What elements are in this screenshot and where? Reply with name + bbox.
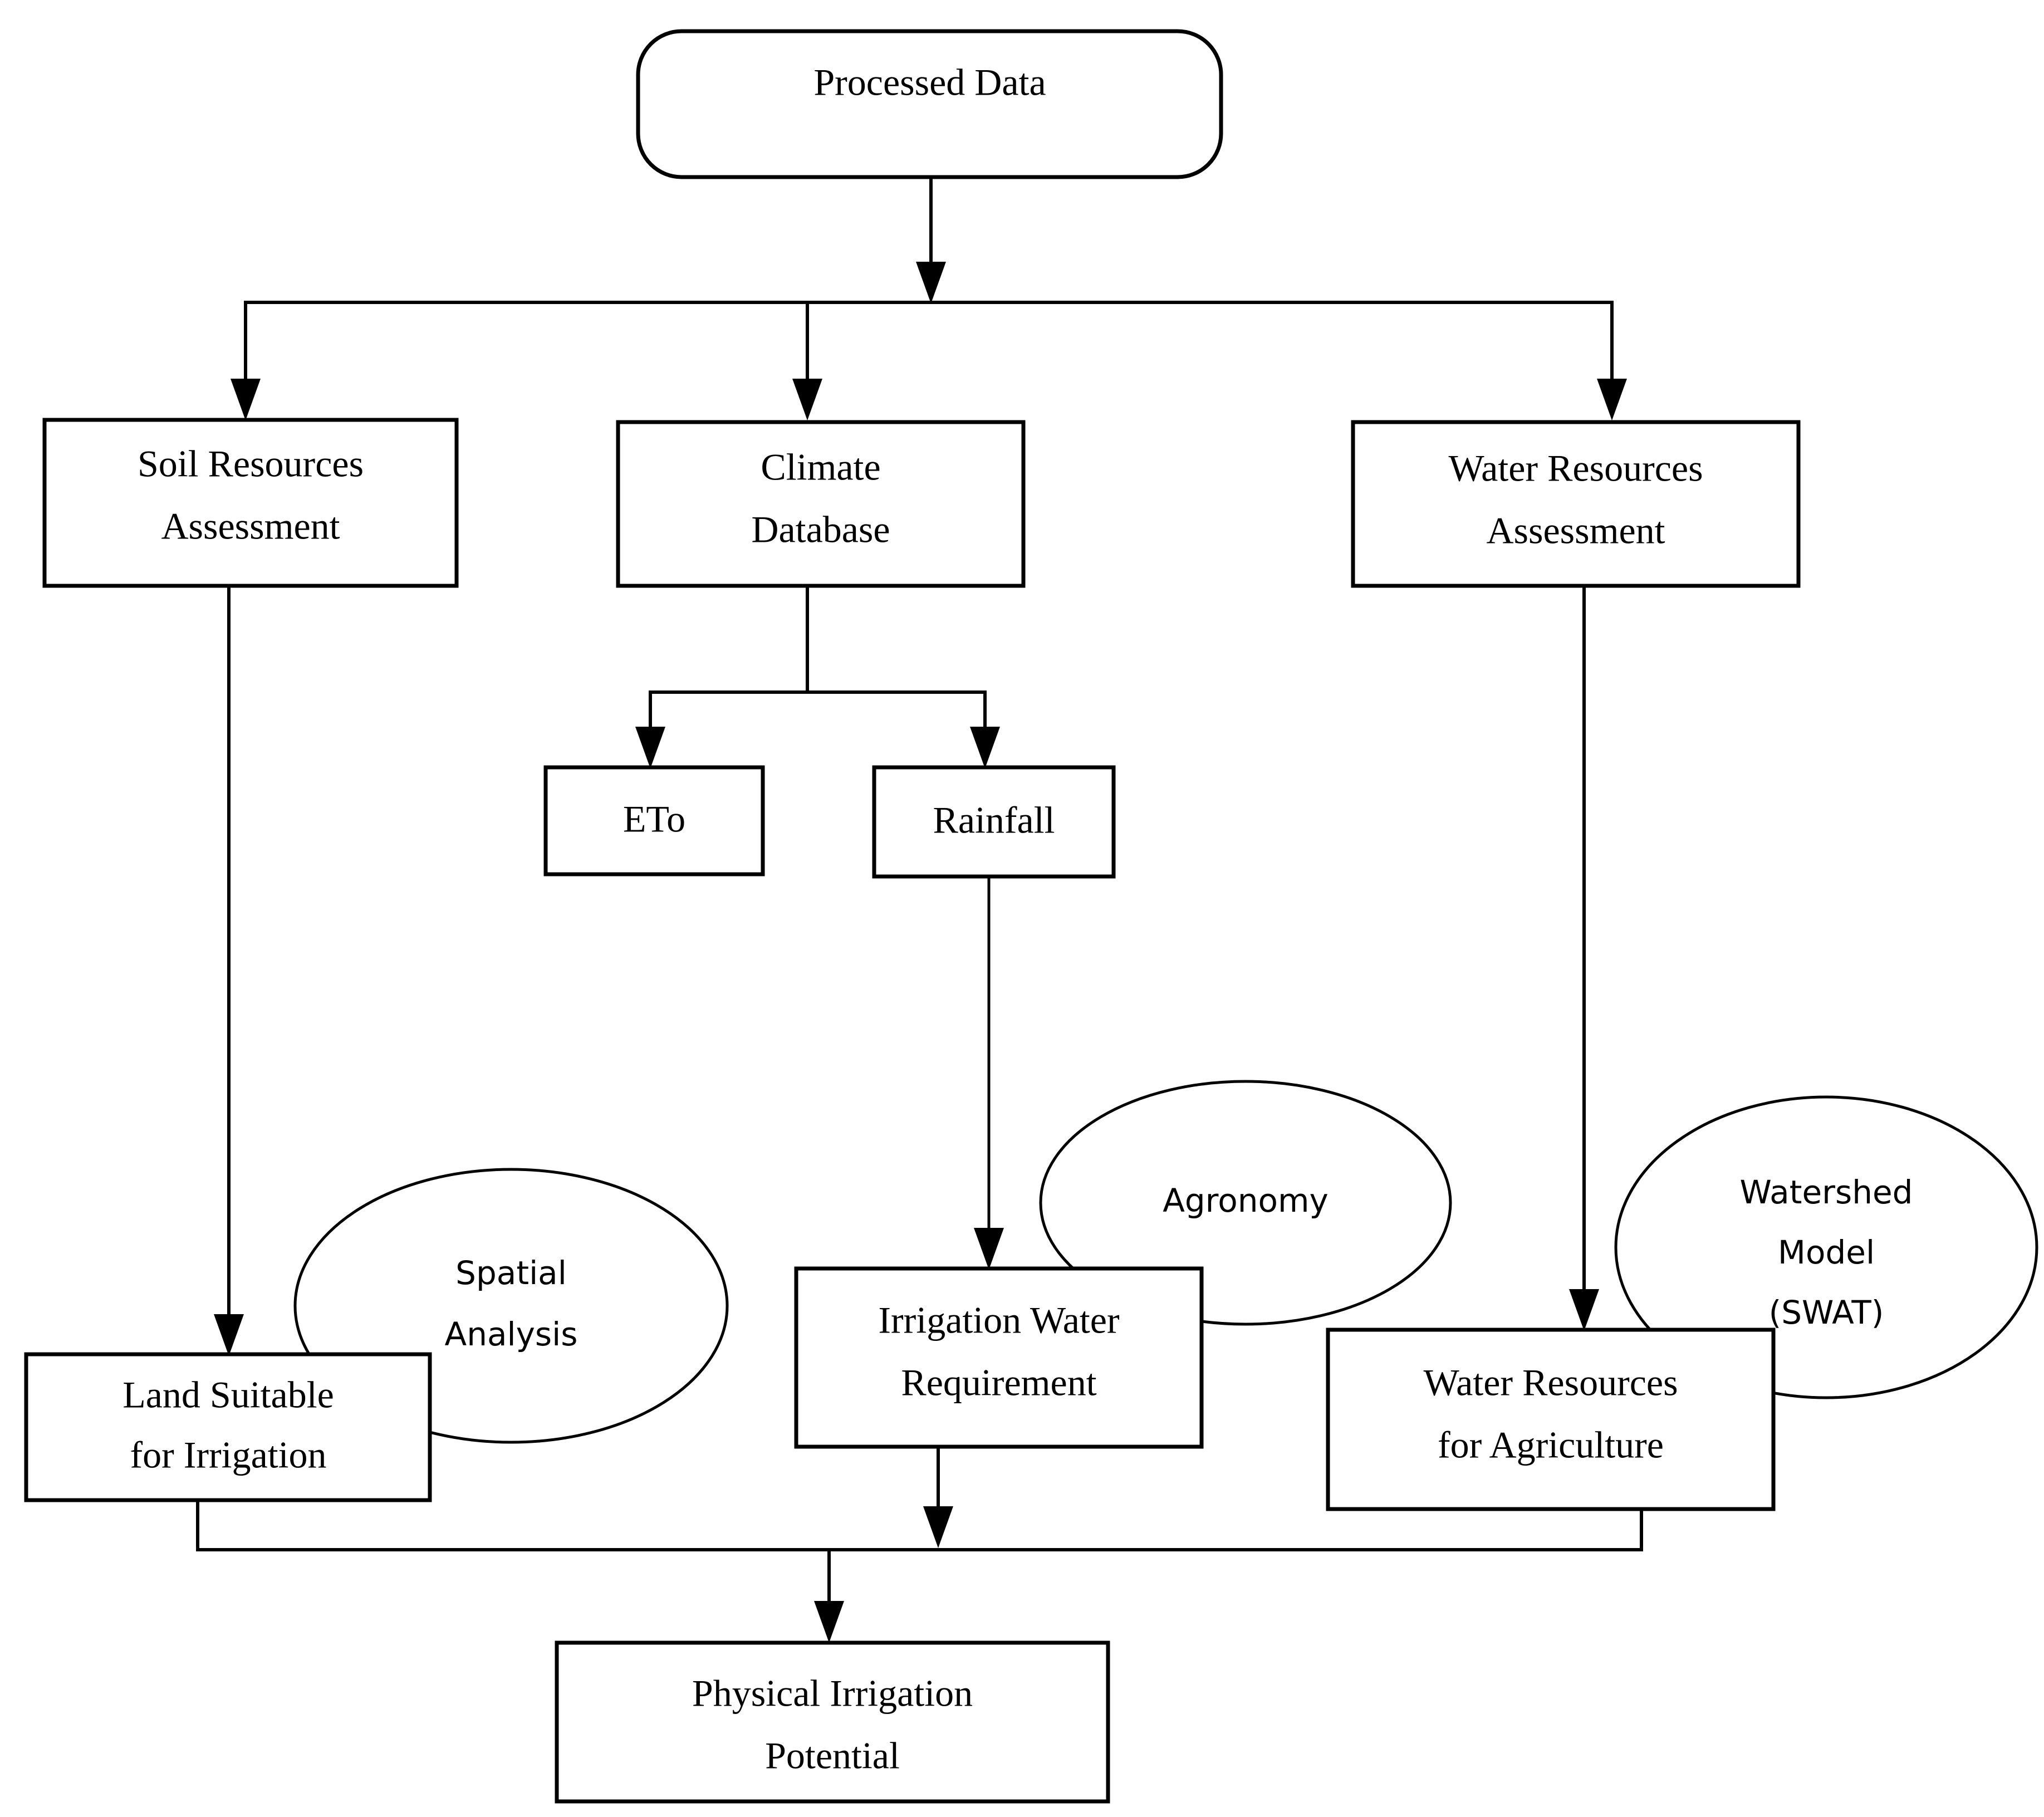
iwr-line2: Requirement [901,1361,1096,1404]
potential-line1: Physical Irrigation [692,1672,973,1715]
edge-bus-to-water [1597,302,1627,420]
edge-bus-to-soil [231,302,261,420]
node-agronomy[interactable]: Agronomy [1039,1080,1452,1326]
edge-climate-to-eto [635,692,665,768]
rainfall-label: Rainfall [933,799,1055,841]
watershed-model-line1: Watershed [1740,1173,1913,1211]
edge-iwr-to-bus [923,1448,953,1548]
spatial-analysis-line1: Spatial [455,1254,567,1292]
node-irrigation-water-requirement[interactable]: Irrigation Water Requirement [794,1266,1204,1449]
node-land-suitable-for-irrigation[interactable]: Land Suitable for Irrigation [24,1352,432,1502]
node-water-resources-assessment[interactable]: Water Resources Assessment [1351,420,1801,588]
edge-water-to-agri [1569,586,1599,1331]
connector-layer [196,178,1643,1643]
edge-processed-to-bus [916,178,946,303]
climate-database-line1: Climate [761,446,880,488]
node-rainfall[interactable]: Rainfall [872,765,1116,879]
eto-label: ETo [623,798,685,840]
water-agri-line2: for Agriculture [1438,1424,1664,1466]
edge-climate-to-rainfall [970,692,1000,768]
node-physical-irrigation-potential[interactable]: Physical Irrigation Potential [555,1640,1110,1804]
node-processed-data[interactable]: Processed Data [636,29,1223,179]
watershed-model-line3: (SWAT) [1769,1294,1884,1331]
water-agri-line1: Water Resources [1423,1361,1678,1404]
soil-resources-line1: Soil Resources [138,443,364,485]
node-eto[interactable]: ETo [543,765,765,876]
potential-line2: Potential [765,1735,900,1777]
climate-database-line2: Database [751,508,890,551]
land-suitable-line1: Land Suitable [122,1374,334,1416]
soil-resources-line2: Assessment [161,505,340,547]
edge-soil-to-land [214,586,244,1356]
edge-rainfall-to-iwr [974,874,1004,1270]
ellipse-layer: Spatial Analysis Agronomy Watershed Mode… [293,1080,2038,1444]
spatial-analysis-line2: Analysis [445,1315,578,1353]
land-suitable-line2: for Irrigation [130,1434,326,1476]
iwr-line1: Irrigation Water [878,1299,1120,1341]
node-water-resources-for-agriculture[interactable]: Water Resources for Agriculture [1326,1328,1776,1511]
node-watershed-model[interactable]: Watershed Model (SWAT) [1614,1095,2038,1399]
agronomy-label: Agronomy [1163,1182,1329,1220]
node-climate-database[interactable]: Climate Database [616,420,1026,588]
edge-bus-to-climate [792,302,822,420]
node-soil-resources-assessment[interactable]: Soil Resources Assessment [42,418,459,588]
water-resources-line2: Assessment [1486,510,1665,552]
edge-bus-to-potential [814,1550,844,1643]
processed-data-label: Processed Data [813,61,1046,104]
water-resources-line1: Water Resources [1448,447,1703,489]
box-layer: Processed Data Soil Resources Assessment… [24,29,1801,1804]
watershed-model-line2: Model [1778,1233,1875,1271]
